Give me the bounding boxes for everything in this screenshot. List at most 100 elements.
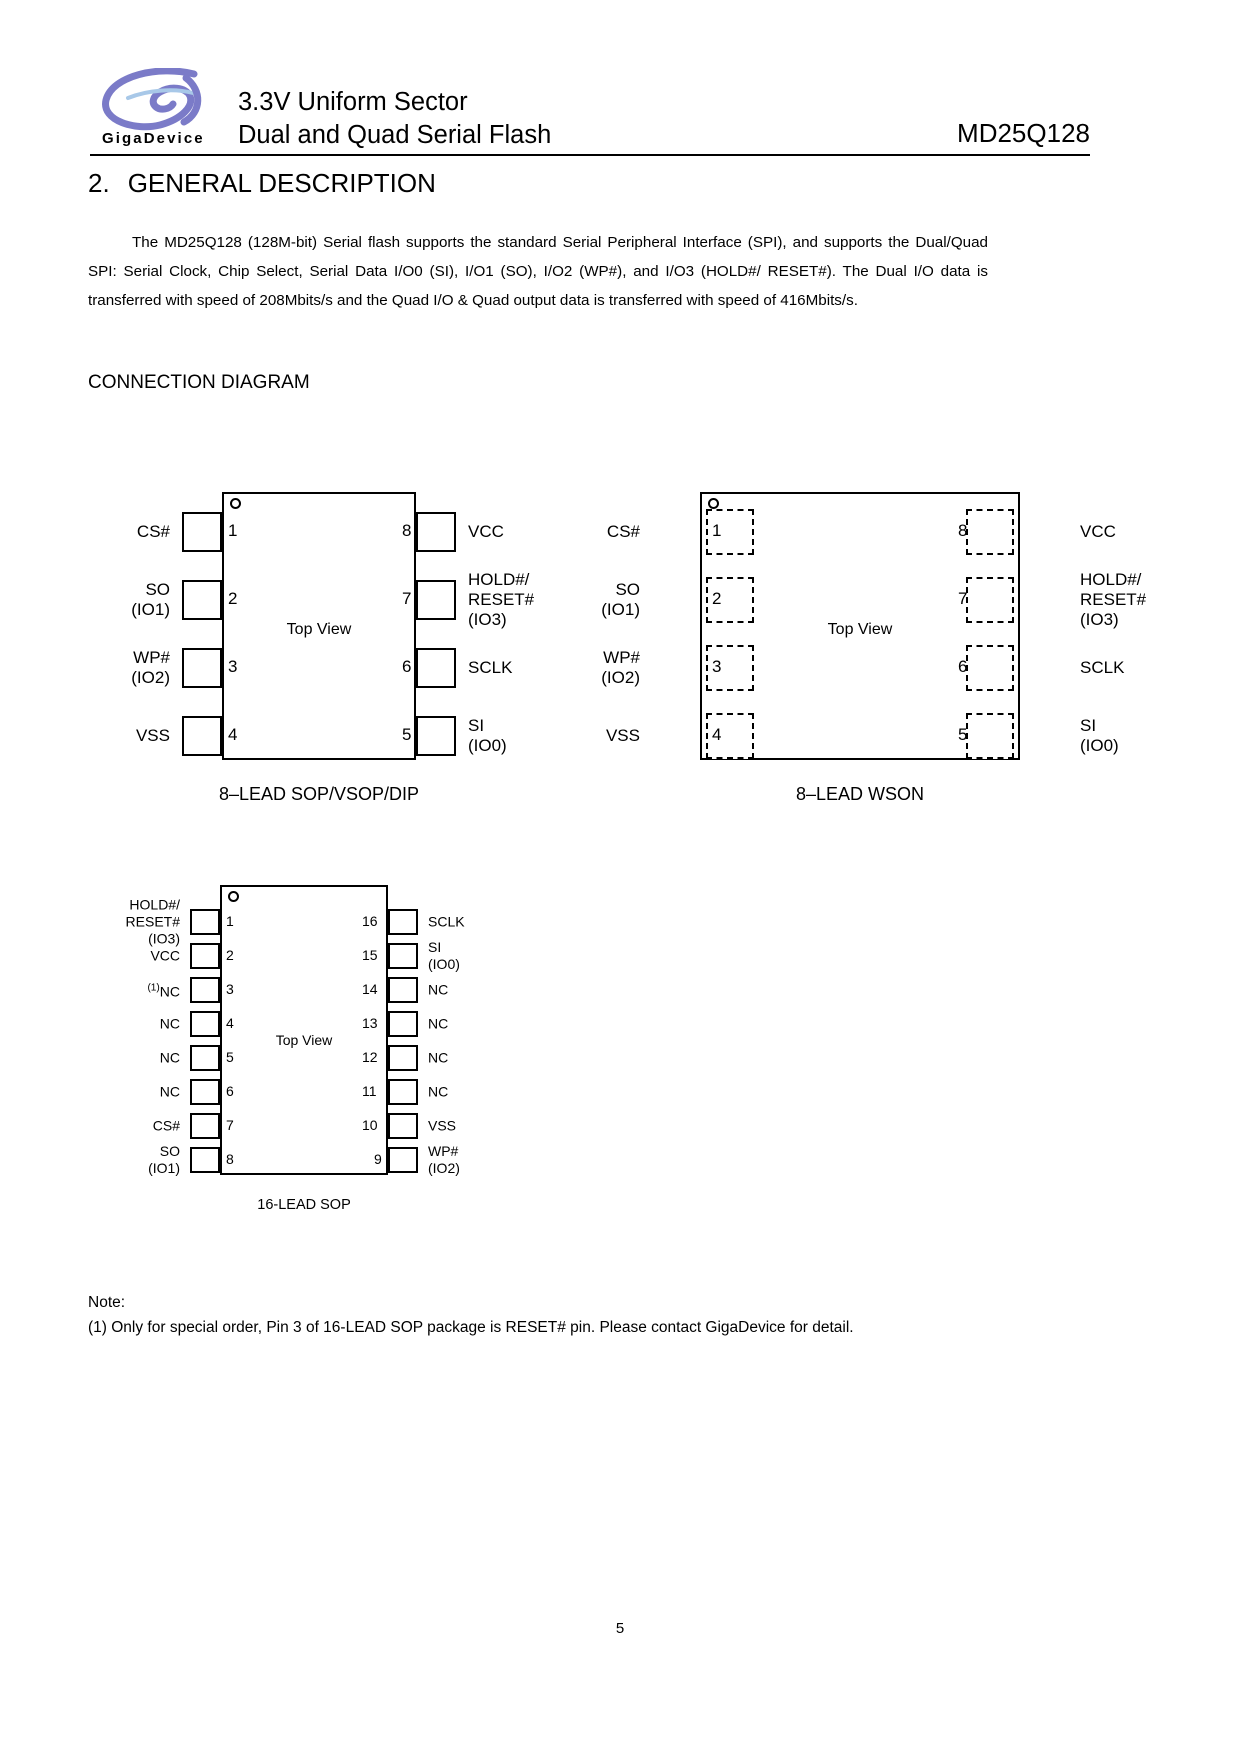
lead-pad-pin-8 <box>416 512 456 552</box>
pin-number-12: 12 <box>362 1049 378 1065</box>
general-description-paragraph: The MD25Q128 (128M-bit) Serial flash sup… <box>88 234 988 309</box>
connection-diagram-heading: CONNECTION DIAGRAM <box>88 372 310 393</box>
pin-label-5: SI(IO0) <box>468 716 507 755</box>
pin-number-5: 5 <box>402 725 412 744</box>
pin-number-4: 4 <box>228 725 238 744</box>
lead-pad-pin-2 <box>182 580 222 620</box>
note-text: (1) Only for special order, Pin 3 of 16-… <box>88 1319 854 1336</box>
pin-number-1: 1 <box>228 521 238 540</box>
pin-label-8: VCC <box>1080 522 1116 541</box>
pin-label-2: SO(IO1) <box>131 580 170 619</box>
lead-pad-pin-9 <box>388 1147 418 1173</box>
pin-number-1: 1 <box>226 913 234 929</box>
pin-number-7: 7 <box>958 589 968 608</box>
pin-label-7: HOLD#/RESET#(IO3) <box>1080 570 1147 629</box>
lead-pad-pin-5 <box>190 1045 220 1071</box>
page-number: 5 <box>615 1620 625 1637</box>
lead-pad-pin-16 <box>388 909 418 935</box>
pin-number-6: 6 <box>958 657 968 676</box>
lead-pad-pin-3 <box>182 648 222 688</box>
pin-number-1: 1 <box>712 521 722 540</box>
top-view-label: Top View <box>286 621 352 638</box>
lead-pad-pin-4 <box>190 1011 220 1037</box>
lead-pad-pin-6 <box>416 648 456 688</box>
lead-pad-pin-7 <box>190 1113 220 1139</box>
pin-label-3: (1)NC <box>147 982 180 1000</box>
pin-number-15: 15 <box>362 947 378 963</box>
pin-label-2: SO(IO1) <box>601 580 640 619</box>
pin-label-6: NC <box>159 1083 180 1100</box>
document-title-line2: Dual and Quad Serial Flash <box>238 121 552 149</box>
pin-label-2: VCC <box>150 947 180 964</box>
pin-label-4: VSS <box>605 726 640 745</box>
pin-label-13: NC <box>428 1015 449 1032</box>
package-caption: 8–LEAD SOP/VSOP/DIP <box>218 784 420 804</box>
pin-number-3: 3 <box>226 981 234 997</box>
pin-number-11: 11 <box>362 1083 377 1099</box>
lead-pad-pin-3 <box>706 645 754 691</box>
pin-label-6: SCLK <box>468 658 513 677</box>
lead-pad-pin-4 <box>706 713 754 759</box>
package-diagram-sop16: Top View 1 HOLD#/RESET#(IO3) 16 SCLK 2 VCC 15 SI… <box>50 885 558 1245</box>
pin-number-3: 3 <box>712 657 722 676</box>
note-heading: Note: <box>88 1294 126 1311</box>
lead-pad-pin-8 <box>190 1147 220 1173</box>
lead-pad-pin-5 <box>416 716 456 756</box>
pin-number-6: 6 <box>402 657 412 676</box>
pin-number-8: 8 <box>958 521 968 540</box>
document-title-line1: 3.3V Uniform Sector <box>238 88 468 116</box>
pin-number-9: 9 <box>374 1151 382 1167</box>
lead-pad-pin-13 <box>388 1011 418 1037</box>
pin-number-14: 14 <box>362 981 378 997</box>
document-title: 3.3V Uniform Sector Dual and Quad Serial… <box>238 86 551 152</box>
pin-label-5: NC <box>159 1049 180 1066</box>
lead-pad-pin-7 <box>966 577 1014 623</box>
pin-label-16: SCLK <box>428 913 465 930</box>
lead-pad-pin-2 <box>706 577 754 623</box>
lead-pad-pin-14 <box>388 977 418 1003</box>
pin-number-5: 5 <box>958 725 968 744</box>
package-body-outline <box>220 885 388 1175</box>
lead-pad-pin-6 <box>190 1079 220 1105</box>
lead-pad-pin-4 <box>182 716 222 756</box>
lead-pad-pin-1 <box>706 509 754 555</box>
header-divider <box>90 154 1090 156</box>
lead-pad-pin-5 <box>966 713 1014 759</box>
pin1-orientation-dot-icon <box>228 891 239 902</box>
lead-pad-pin-10 <box>388 1113 418 1139</box>
pin-number-4: 4 <box>712 725 722 744</box>
page-header: GigaDevice 3.3V Uniform Sector Dual and … <box>90 62 1090 158</box>
pin-label-5: SI(IO0) <box>1080 716 1119 755</box>
lead-pad-pin-1 <box>182 512 222 552</box>
pin-label-3: WP#(IO2) <box>131 648 170 687</box>
pin-label-8: SO(IO1) <box>148 1143 180 1176</box>
pin-number-2: 2 <box>226 947 234 963</box>
lead-pad-pin-8 <box>966 509 1014 555</box>
note-block: Note: (1) Only for special order, Pin 3 … <box>88 1290 1048 1340</box>
gigadevice-logo: GigaDevice <box>98 68 248 156</box>
pin-number-2: 2 <box>712 589 722 608</box>
pin-number-5: 5 <box>226 1049 234 1065</box>
pin-label-15: SI(IO0) <box>428 939 460 972</box>
pin-label-10: VSS <box>428 1117 457 1134</box>
logo-wordmark: GigaDevice <box>102 130 205 147</box>
lead-pad-pin-7 <box>416 580 456 620</box>
pin-label-1: HOLD#/RESET#(IO3) <box>125 896 180 947</box>
pin-number-8: 8 <box>402 521 412 540</box>
pin-label-1: CS# <box>606 522 640 541</box>
pin-label-14: NC <box>428 981 449 998</box>
pin-number-4: 4 <box>226 1015 234 1031</box>
pin-label-9: WP#(IO2) <box>428 1143 460 1176</box>
top-view-label: Top View <box>275 1032 333 1048</box>
pin-label-8: VCC <box>468 522 504 541</box>
pin-label-12: NC <box>428 1049 449 1066</box>
pin-number-7: 7 <box>226 1117 234 1133</box>
pin-number-16: 16 <box>362 913 378 929</box>
pin1-orientation-dot-icon <box>230 498 241 509</box>
pin-label-11: NC <box>428 1083 449 1100</box>
top-view-label: Top View <box>827 621 893 638</box>
pin-number-7: 7 <box>402 589 412 608</box>
lead-pad-pin-2 <box>190 943 220 969</box>
